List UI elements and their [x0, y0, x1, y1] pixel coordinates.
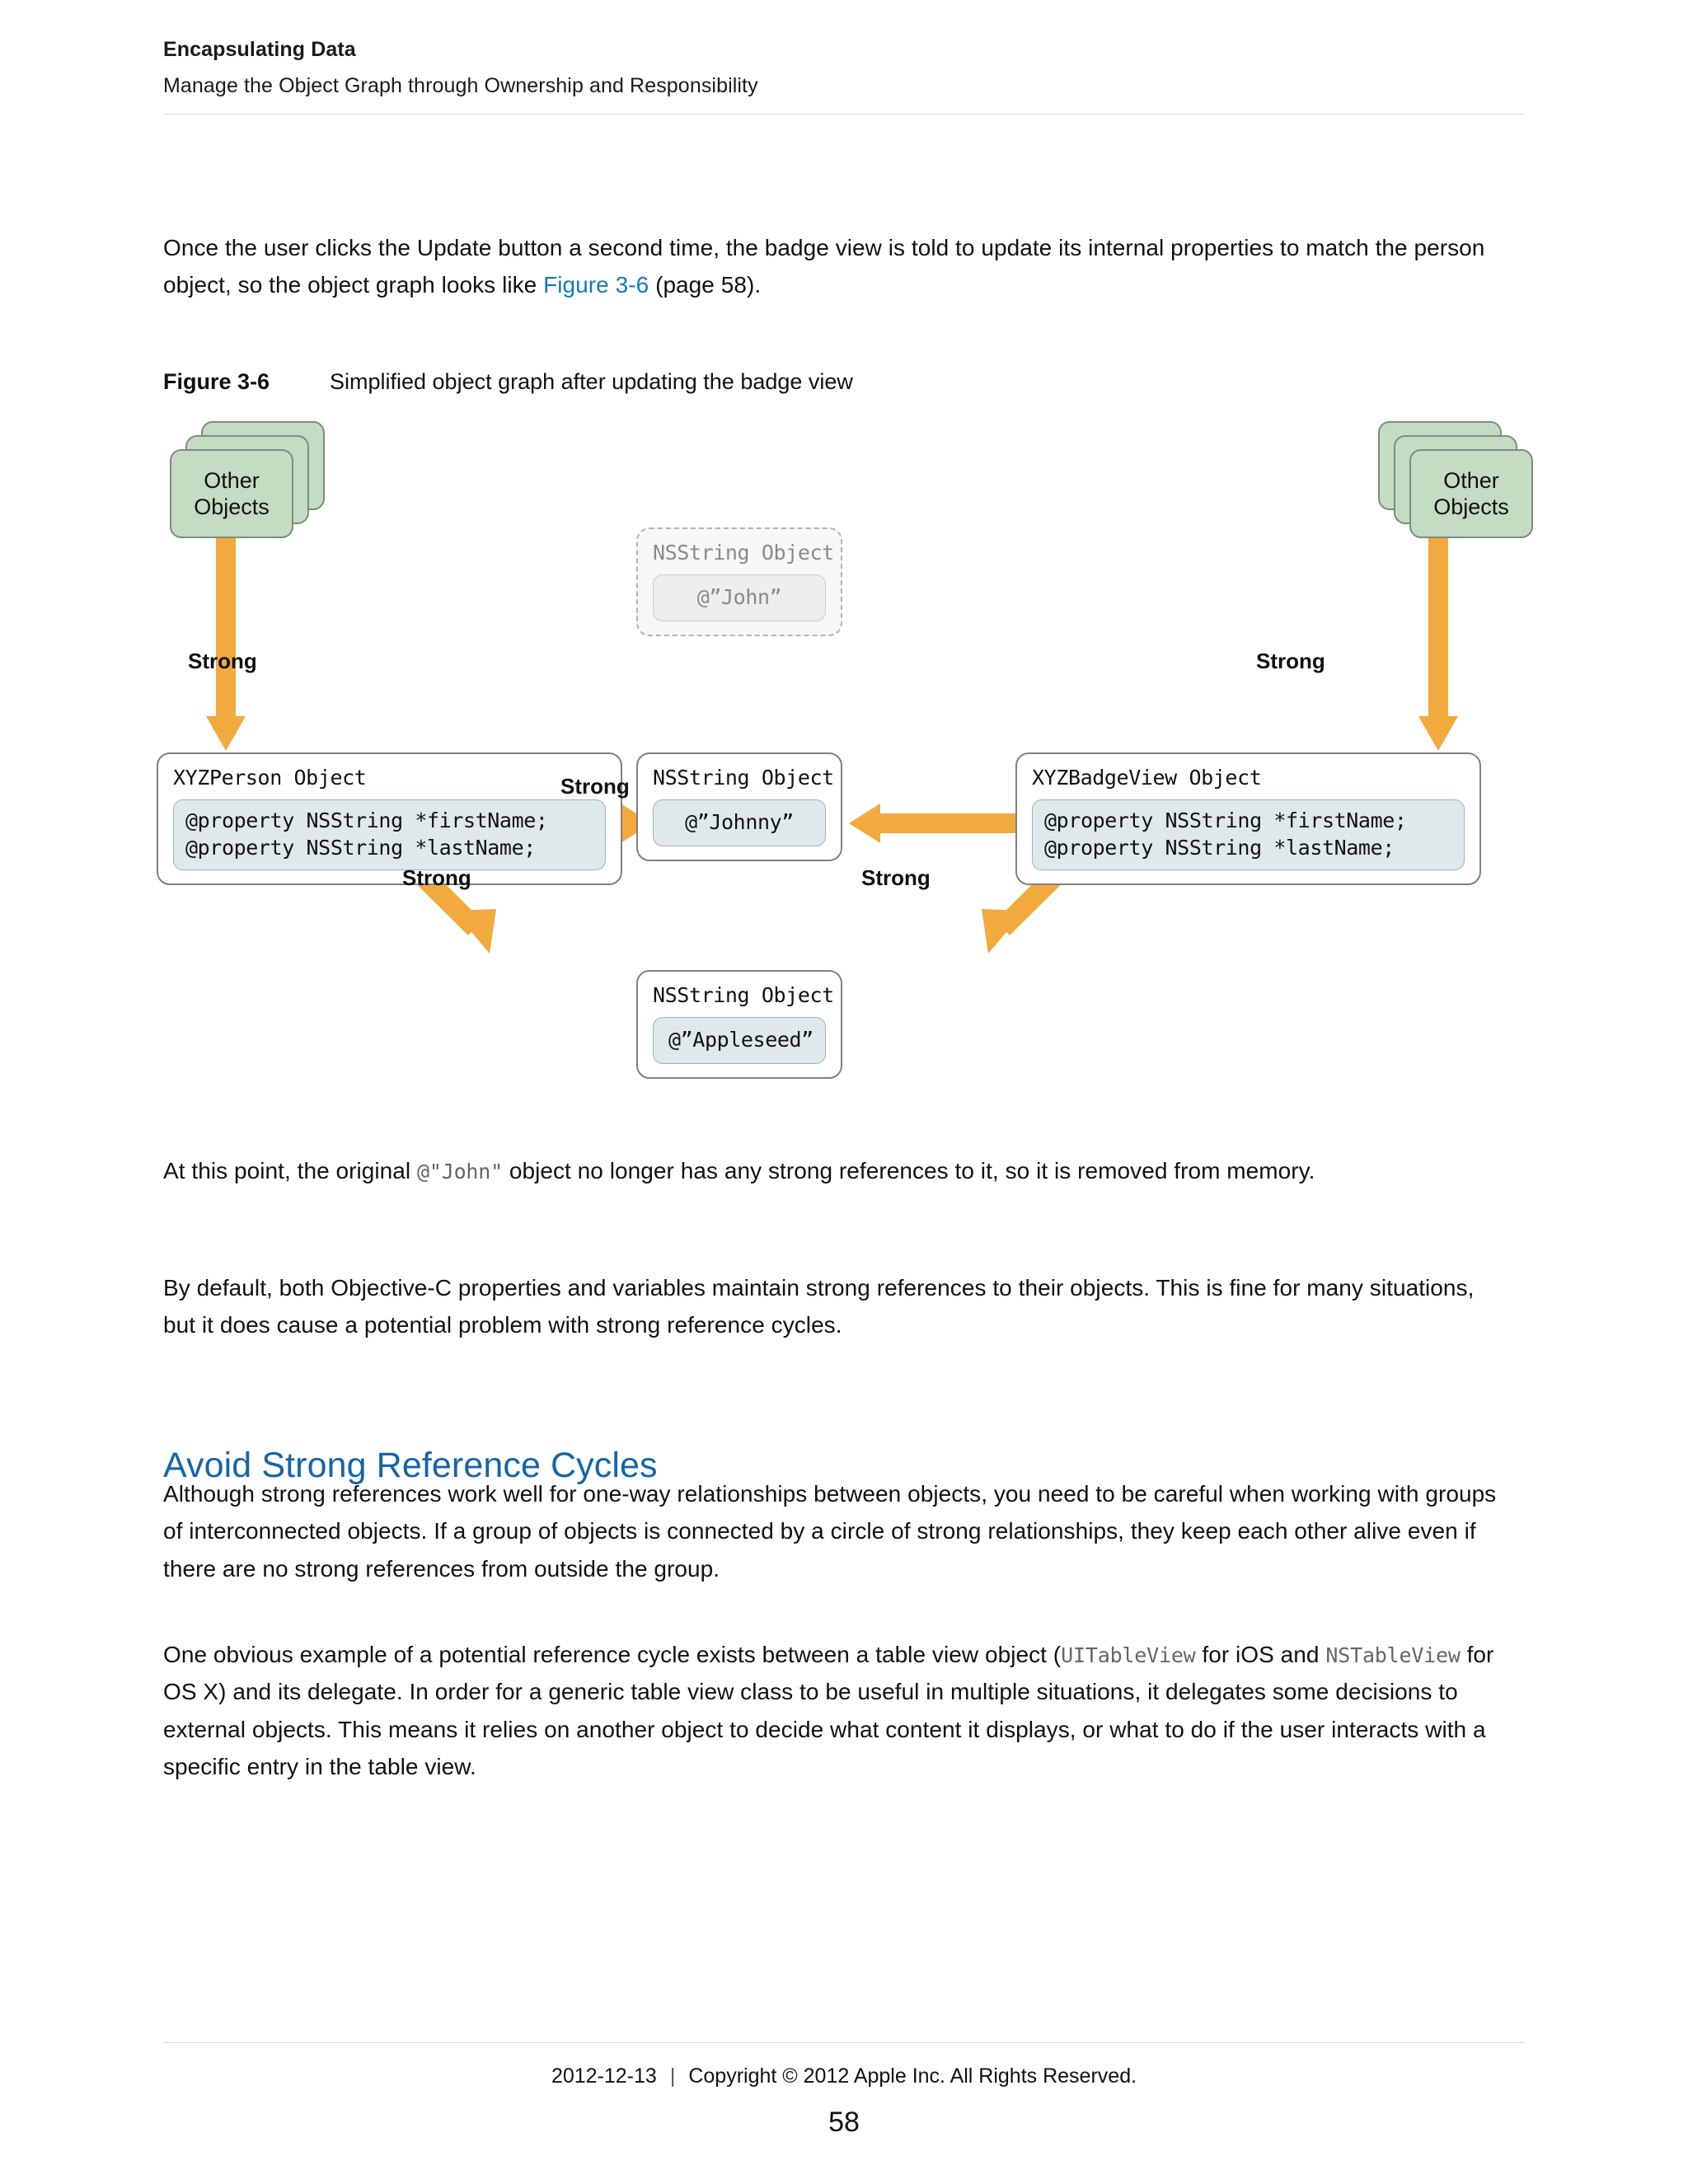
footer-separator: | — [669, 2064, 676, 2088]
arrow-label-strong-right: Strong — [1256, 649, 1325, 673]
nsstring-john-value: @”John” — [696, 585, 782, 609]
after-figure-part2: object no longer has any strong referenc… — [503, 1158, 1315, 1183]
xyzbadgeview-object-box: XYZBadgeView Object @property NSString *… — [1015, 752, 1481, 885]
nsstring-appleseed-value: @”Appleseed” — [668, 1028, 814, 1052]
stack-label-left: Other Objects — [194, 467, 270, 521]
footer-date: 2012-12-13 — [551, 2064, 657, 2088]
nsstring-john-value-panel: @”John” — [653, 574, 826, 621]
nsstring-appleseed-value-panel: @”Appleseed” — [653, 1017, 826, 1064]
arrow-label-strong-middle: Strong — [560, 774, 630, 799]
inline-code-nstableview: NSTableView — [1325, 1643, 1461, 1667]
xyzbadgeview-property-lastname: @property NSString *lastName; — [1044, 836, 1395, 860]
paragraph-table-view-example: One obvious example of a potential refer… — [163, 1636, 1508, 1785]
book-title: Encapsulating Data — [163, 38, 356, 61]
example-part3: for OS X) and its delegate. In order for… — [163, 1642, 1494, 1780]
nsstring-johnny-value: @”Johnny” — [685, 810, 794, 834]
xyzperson-title: XYZPerson Object — [173, 766, 367, 790]
figure-cross-reference-link[interactable]: Figure 3-6 — [543, 272, 649, 298]
inline-code-john: @"John" — [417, 1160, 503, 1183]
xyzbadgeview-properties-panel: @property NSString *firstName; @property… — [1032, 799, 1465, 870]
paragraph-avoid-body: Although strong references work well for… — [163, 1481, 1497, 1582]
header-divider — [163, 114, 1525, 115]
stack-card-front: Other Objects — [170, 449, 293, 538]
example-part1: One obvious example of a potential refer… — [163, 1642, 1062, 1667]
other-objects-stack-left: Other Objects — [170, 421, 325, 538]
footer: 2012-12-13 | Copyright © 2012 Apple Inc. A… — [0, 2064, 1688, 2088]
running-head: Encapsulating Data Manage the Object Gra… — [163, 35, 1525, 101]
stack-label-right-line1: Other — [1443, 467, 1499, 493]
arrow-strong-left-vertical — [206, 533, 246, 751]
xyzperson-property-firstname: @property NSString *firstName; — [185, 808, 548, 832]
arrow-label-strong-diagonal-left: Strong — [402, 865, 471, 890]
paragraph-after-figure: At this point, the original @"John" obje… — [163, 1152, 1508, 1189]
arrow-label-strong-diagonal-right: Strong — [861, 865, 931, 890]
xyzperson-properties-panel: @property NSString *firstName; @property… — [173, 799, 606, 870]
xyzbadgeview-title: XYZBadgeView Object — [1032, 766, 1262, 790]
footer-divider — [163, 2042, 1525, 2043]
section-heading-avoid-strong-reference-cycles: Avoid Strong Reference Cycles — [163, 1445, 658, 1485]
nsstring-object-johnny-box: NSString Object @”Johnny” — [636, 752, 842, 861]
after-figure-part1: At this point, the original — [163, 1158, 418, 1183]
nsstring-johnny-title: NSString Object — [653, 766, 834, 790]
nsstring-object-john-box: NSString Object @”John” — [636, 527, 842, 636]
object-graph-diagram: Other Objects Other Objects NSString Obj… — [157, 416, 1533, 1108]
intro-text-part2: (page 58). — [649, 272, 762, 298]
example-part2: for iOS and — [1195, 1642, 1326, 1667]
xyzbadgeview-property-firstname: @property NSString *firstName; — [1044, 808, 1407, 832]
stack-label-left-line2: Objects — [194, 494, 270, 519]
figure-title: Simplified object graph after updating t… — [330, 369, 853, 394]
xyzperson-property-lastname: @property NSString *lastName; — [185, 836, 536, 860]
nsstring-johnny-value-panel: @”Johnny” — [653, 799, 826, 846]
nsstring-object-appleseed-box: NSString Object @”Appleseed” — [636, 970, 842, 1079]
nsstring-john-title: NSString Object — [653, 541, 834, 565]
inline-code-uitableview: UITableView — [1061, 1643, 1196, 1667]
stack-label-right-line2: Objects — [1433, 494, 1509, 519]
page-number: 58 — [828, 2107, 860, 2138]
xyzperson-object-box: XYZPerson Object @property NSString *fir… — [157, 752, 622, 885]
figure-caption: Figure 3-6 Simplified object graph after … — [163, 369, 853, 395]
nsstring-appleseed-title: NSString Object — [653, 983, 834, 1007]
other-objects-stack-right: Other Objects — [1378, 421, 1533, 538]
stack-label-right: Other Objects — [1433, 467, 1509, 521]
footer-copyright: Copyright © 2012 Apple Inc. All Rights R… — [688, 2064, 1137, 2088]
arrow-strong-right-vertical — [1418, 533, 1458, 751]
arrow-label-strong-left: Strong — [188, 649, 257, 673]
stack-card-front: Other Objects — [1409, 449, 1533, 538]
stack-label-left-line1: Other — [204, 467, 260, 493]
chapter-title: Manage the Object Graph through Ownershi… — [163, 73, 758, 97]
paragraph-intro: Once the user clicks the Update button a… — [163, 229, 1508, 304]
paragraph-by-default: By default, both Objective-C properties … — [163, 1275, 1475, 1338]
figure-label: Figure 3-6 — [163, 369, 270, 394]
arrow-strong-badgeview-to-johnny — [849, 804, 1015, 843]
intro-text-part1: Once the user clicks the Update button a… — [163, 235, 1485, 298]
